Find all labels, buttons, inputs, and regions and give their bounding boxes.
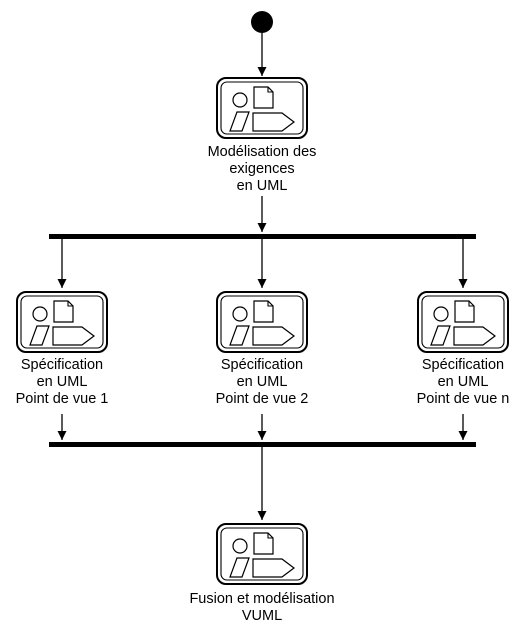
label-line: VUML — [241, 608, 283, 624]
label-line: Fusion et modélisation — [189, 591, 335, 607]
label-line: Spécification — [220, 357, 304, 373]
label-line: en UML — [437, 374, 489, 390]
node-modelisation-icon — [216, 77, 308, 139]
fork-bar — [49, 234, 476, 239]
node-specn-icon — [417, 291, 509, 353]
label-line: en UML — [236, 178, 288, 194]
label-line: Point de vue 2 — [215, 391, 309, 407]
label-line: exigences — [229, 161, 295, 177]
node-spec1-label: Spécification en UML Point de vue 1 — [0, 357, 157, 408]
label-line: Point de vue 1 — [15, 391, 109, 407]
start-node — [251, 11, 273, 33]
node-specn-label: Spécification en UML Point de vue n — [368, 357, 515, 408]
label-line: Modélisation des — [207, 144, 317, 160]
node-spec1-icon — [16, 291, 108, 353]
label-line: en UML — [236, 374, 288, 390]
node-modelisation-label: Modélisation des exigences en UML — [167, 144, 357, 195]
label-line: en UML — [36, 374, 88, 390]
node-fusion-label: Fusion et modélisation VUML — [167, 591, 357, 625]
node-fusion-icon — [216, 523, 308, 585]
node-spec2-icon — [216, 291, 308, 353]
label-line: Spécification — [20, 357, 104, 373]
join-bar — [49, 442, 476, 447]
node-spec2-label: Spécification en UML Point de vue 2 — [167, 357, 357, 408]
label-line: Spécification — [421, 357, 505, 373]
label-line: Point de vue n — [416, 391, 510, 407]
